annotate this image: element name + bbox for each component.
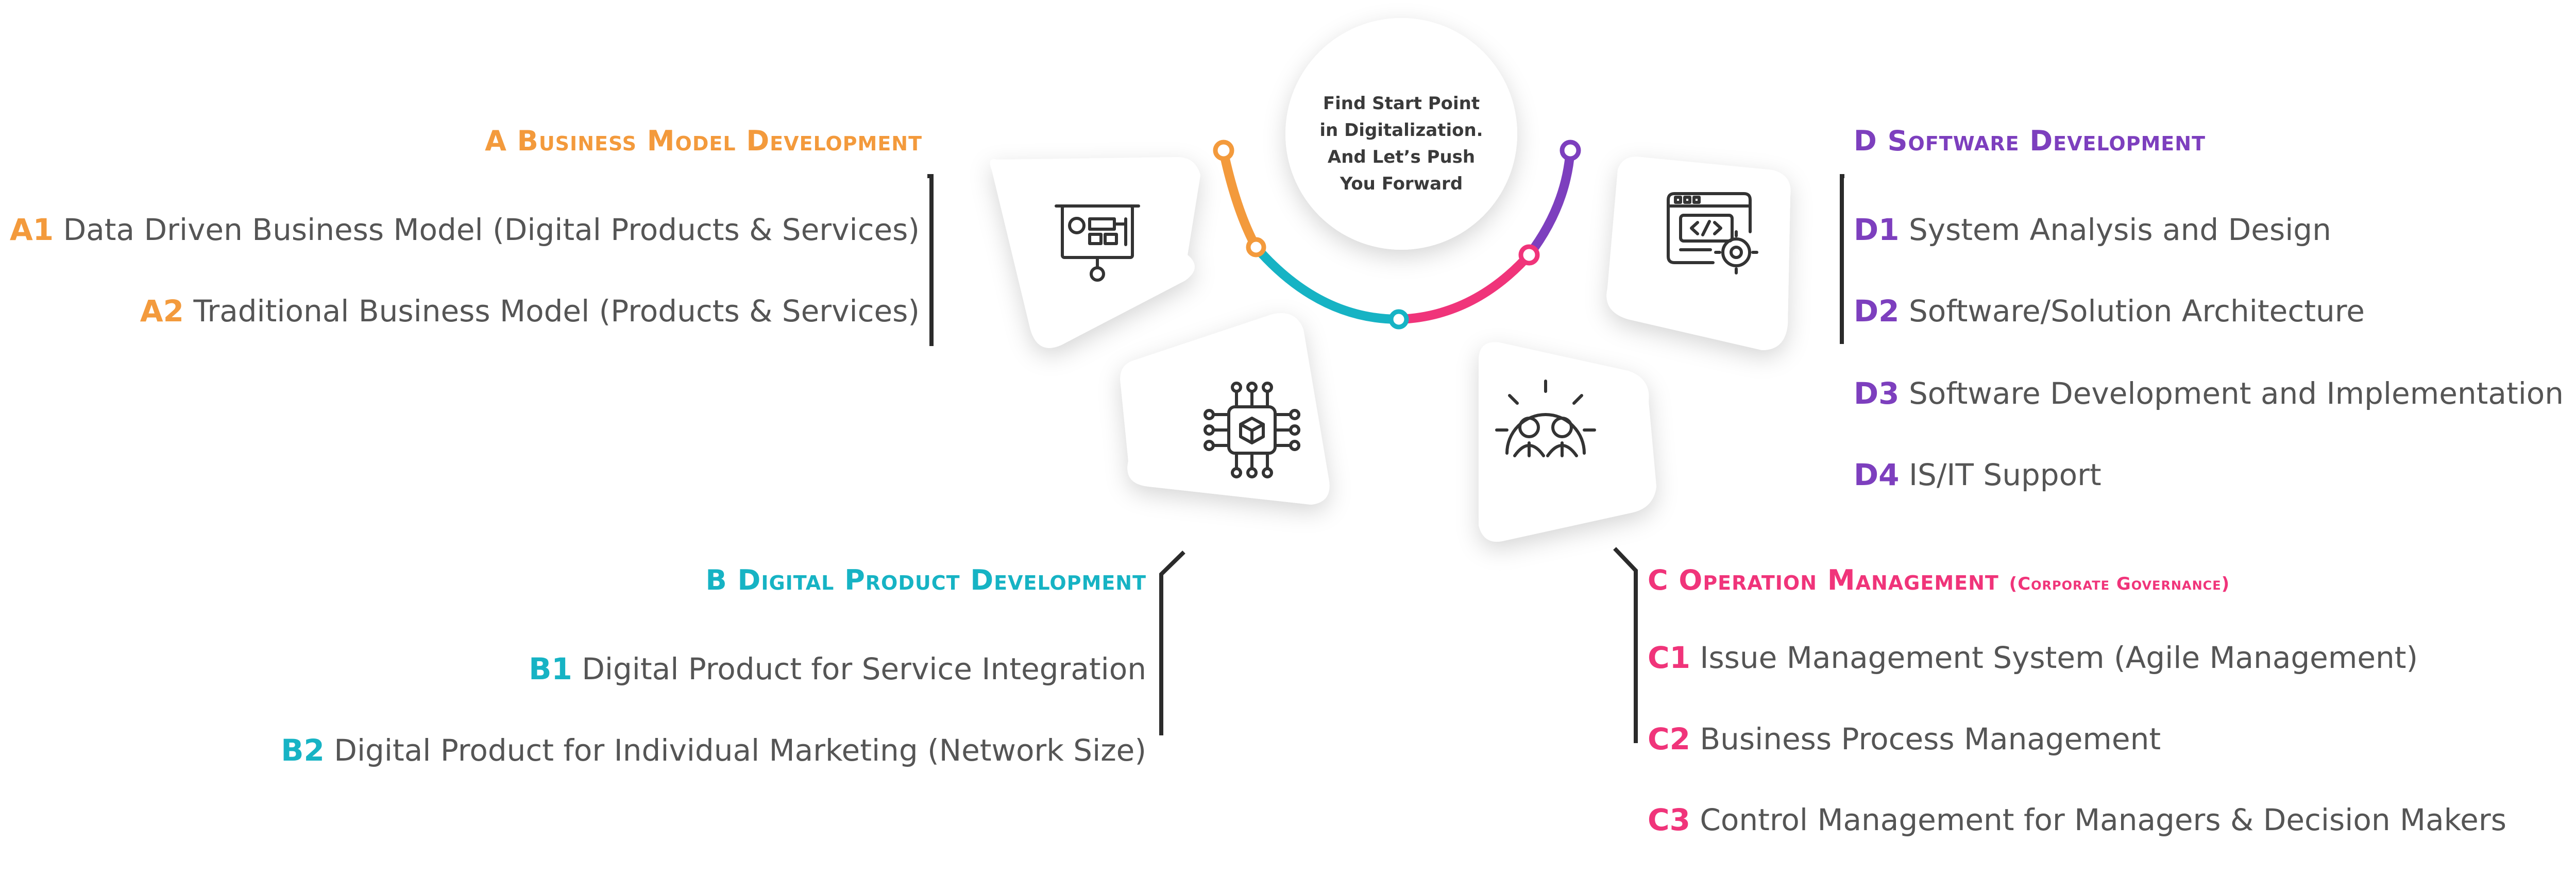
item-text: Digital Product for Individual Marketing… <box>334 733 1146 768</box>
item-text: System Analysis and Design <box>1908 212 2331 247</box>
arc-node <box>1213 140 1234 161</box>
section-a-title: A Business Model Development <box>485 125 922 157</box>
item-code: D2 <box>1854 294 1900 329</box>
item-code: D3 <box>1854 376 1900 411</box>
card-b <box>1120 313 1330 505</box>
item-code: D1 <box>1854 212 1900 247</box>
center-line: Find Start Point <box>1323 93 1480 114</box>
item-text: Software Development and Implementation <box>1908 376 2564 411</box>
item-text: Control Management for Managers & Decisi… <box>1700 802 2506 837</box>
center-label: Find Start Point in Digitalization. And … <box>1273 90 1530 197</box>
bracket-a <box>927 174 934 346</box>
center-line: in Digitalization. <box>1319 120 1483 141</box>
arc-node <box>1246 237 1266 257</box>
bracket-d <box>1840 174 1844 344</box>
presentation-board-icon <box>1055 204 1140 282</box>
section-c-item-3: C3 Control Management for Managers & Dec… <box>1648 802 2506 837</box>
item-code: C2 <box>1648 721 1690 756</box>
item-text: Issue Management System (Agile Managemen… <box>1700 640 2418 675</box>
section-c-item-1: C1 Issue Management System (Agile Manage… <box>1648 640 2418 675</box>
arc-teal <box>1251 243 1403 324</box>
arc-node <box>1518 244 1540 266</box>
item-code: A1 <box>9 212 54 247</box>
item-code: C1 <box>1648 640 1690 675</box>
arc-node <box>1388 309 1409 330</box>
arc-orange <box>1219 147 1261 252</box>
section-c-subtitle: (Corporate Governance) <box>2009 574 2230 594</box>
bracket-c <box>1613 547 1638 743</box>
section-d-item-3: D3 Software Development and Implementati… <box>1854 376 2564 411</box>
item-code: D4 <box>1854 457 1900 492</box>
center-circle <box>1285 18 1517 250</box>
code-window-icon <box>1667 192 1758 274</box>
bracket-b <box>1159 551 1185 735</box>
section-b-item-1: B1 Digital Product for Service Integrati… <box>529 651 1146 686</box>
item-text: Traditional Business Model (Products & S… <box>193 294 920 329</box>
card-a <box>990 157 1200 348</box>
card-c <box>1479 342 1656 542</box>
section-b-title: B Digital Product Development <box>705 564 1146 596</box>
item-code: A2 <box>140 294 184 329</box>
item-text: IS/IT Support <box>1908 457 2102 492</box>
item-text: Data Driven Business Model (Digital Prod… <box>63 212 920 247</box>
item-text: Digital Product for Service Integration <box>582 651 1146 686</box>
center-line: And Let’s Push <box>1327 147 1476 167</box>
section-d-title: D Software Development <box>1854 125 2206 157</box>
section-c-title: C Operation Management (Corporate Govern… <box>1648 564 2230 596</box>
center-line: You Forward <box>1340 174 1463 194</box>
section-d-item-4: D4 IS/IT Support <box>1854 457 2102 492</box>
section-c-title-main: C Operation Management <box>1648 564 1999 596</box>
arc-node <box>1560 140 1581 161</box>
item-code: B2 <box>281 733 325 768</box>
arc-pink <box>1394 250 1534 324</box>
item-code: C3 <box>1648 802 1690 837</box>
card-d <box>1606 157 1791 350</box>
section-c-item-2: C2 Business Process Management <box>1648 721 2161 756</box>
arc-purple <box>1524 146 1575 260</box>
item-text: Business Process Management <box>1700 721 2161 756</box>
section-a-item-1: A1 Data Driven Business Model (Digital P… <box>10 212 920 247</box>
item-text: Software/Solution Architecture <box>1908 294 2365 329</box>
section-d-item-2: D2 Software/Solution Architecture <box>1854 294 2365 329</box>
section-b-item-2: B2 Digital Product for Individual Market… <box>281 733 1146 768</box>
gear-team-icon <box>1495 380 1596 457</box>
item-code: B1 <box>529 651 572 686</box>
circuit-chip-icon <box>1204 382 1300 478</box>
section-d-item-1: D1 System Analysis and Design <box>1854 212 2331 247</box>
section-a-item-2: A2 Traditional Business Model (Products … <box>140 294 920 329</box>
